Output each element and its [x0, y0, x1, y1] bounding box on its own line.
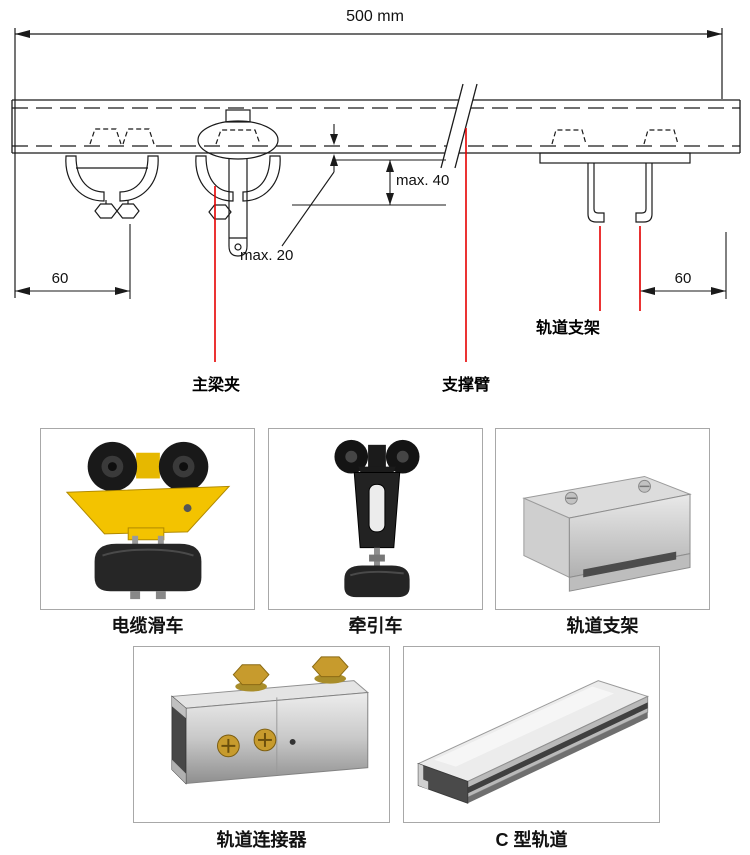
support-arm-drawing — [195, 109, 281, 257]
rail-bracket-illustration — [522, 475, 692, 592]
dimension-500 — [14, 28, 723, 298]
dimension-60-right-label: 60 — [674, 270, 692, 287]
c-rail-illustration — [416, 680, 650, 804]
product-caption-rail-bracket: 轨道支架 — [566, 616, 639, 636]
beam-clamp-drawing — [65, 128, 159, 219]
diagram-linework — [11, 28, 741, 362]
beam-lines — [11, 99, 741, 154]
support-arm-callout: 支撑臂 — [441, 377, 490, 394]
dimension-60-left-label: 60 — [51, 270, 69, 287]
cable-trolley-illustration — [65, 441, 231, 600]
product-photo-rail-connector — [133, 646, 390, 823]
product-caption-rail-connector: 轨道连接器 — [216, 830, 307, 850]
product-photo-c-rail — [403, 646, 660, 823]
beam-clamp-callout: 主梁夹 — [191, 377, 240, 394]
product-caption-c-rail: C 型轨道 — [495, 830, 568, 850]
product-photo-cable-trolley — [40, 428, 255, 610]
break-marks — [440, 83, 478, 169]
product-caption-tow-trolley: 牵引车 — [348, 616, 403, 636]
dimension-max40-label: max. 40 — [396, 172, 450, 189]
dimension-500-label: 500 mm — [346, 8, 404, 25]
dimension-60-left — [15, 224, 131, 299]
dimension-max20-label: max. 20 — [240, 247, 294, 264]
rail-bracket-drawing — [539, 129, 691, 223]
product-photo-rail-bracket — [495, 428, 710, 610]
product-caption-cable-trolley: 电缆滑车 — [111, 616, 184, 636]
dimension-max40 — [292, 159, 446, 206]
dimension-max20 — [281, 124, 338, 247]
rail-bracket-callout: 轨道支架 — [535, 320, 600, 337]
product-photo-tow-trolley — [268, 428, 483, 610]
red-leader-lines — [214, 128, 641, 362]
dimension-60-right — [639, 232, 727, 299]
tow-trolley-illustration — [334, 439, 420, 598]
rail-connector-illustration — [170, 656, 370, 785]
